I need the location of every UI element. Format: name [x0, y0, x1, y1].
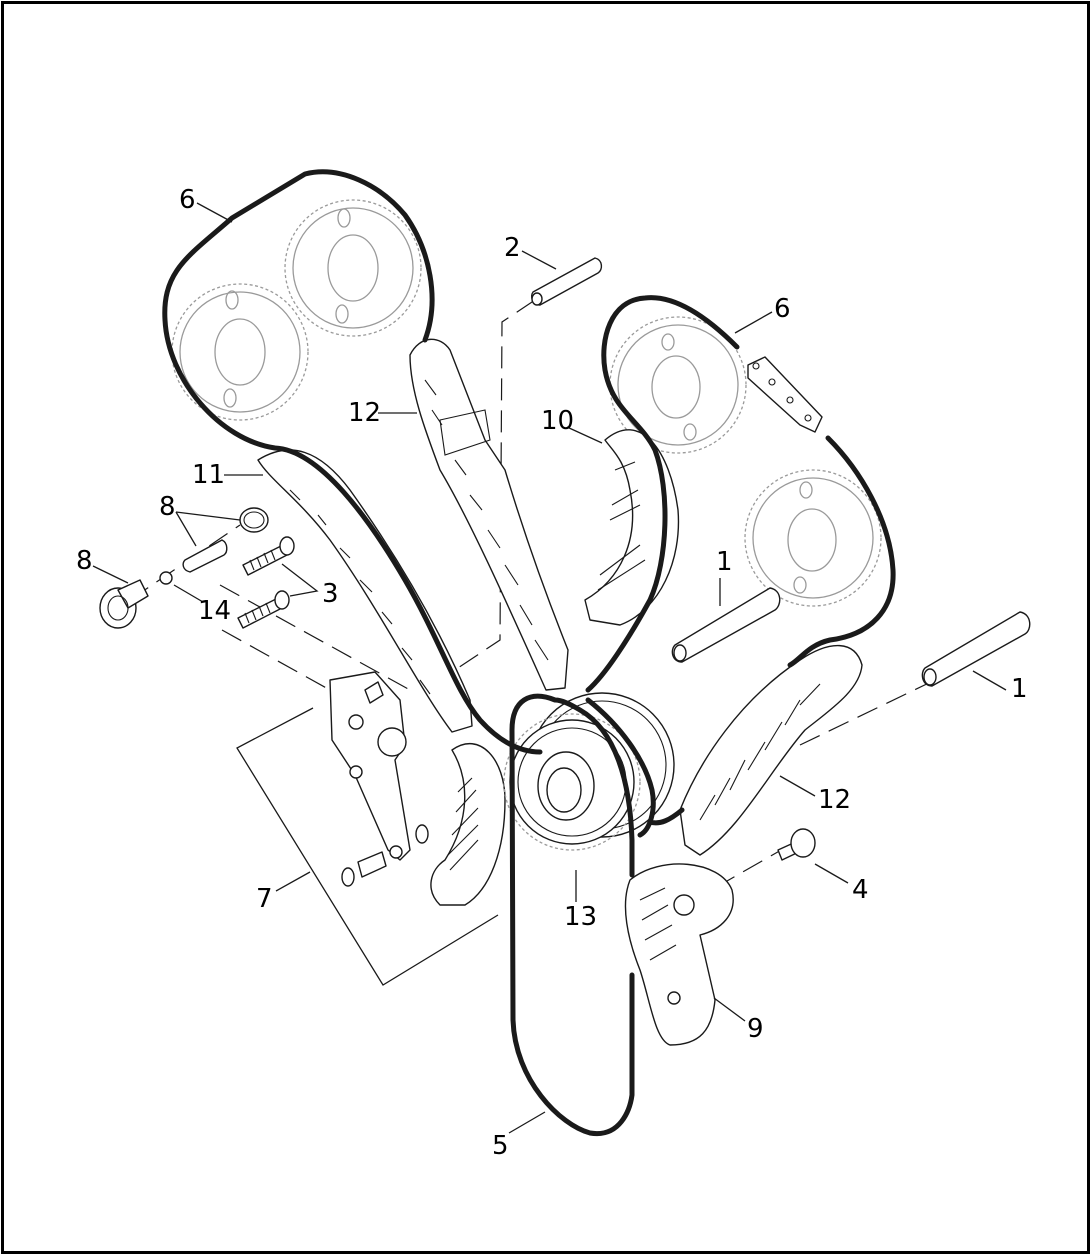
- rear-cam-sprocket-right: [284, 199, 422, 337]
- callout-1-center: 1: [716, 547, 733, 577]
- callout-7-bracket: [236, 707, 499, 986]
- tensioner-bolt: [777, 828, 816, 861]
- front-cam-chain: [585, 295, 896, 693]
- callout-5: 5: [492, 1131, 509, 1161]
- tensioner-plug: [99, 579, 149, 629]
- callout-11: 11: [192, 460, 226, 490]
- callout-14: 14: [198, 596, 232, 626]
- front-tensioner-shoe: [584, 429, 680, 626]
- callout-6-rear-chain: 6: [179, 185, 196, 215]
- primary-chain: [509, 693, 635, 1137]
- rear-chain-guide: [257, 449, 473, 733]
- bolt-lower: [237, 590, 290, 629]
- callout-2: 2: [504, 233, 521, 263]
- rear-tensioner-assembly: [329, 671, 506, 906]
- callout-12-lower: 12: [818, 785, 852, 815]
- chain-link-segment: [747, 356, 823, 433]
- callout-3: 3: [322, 579, 339, 609]
- center-chain-guide-upper: [409, 338, 569, 691]
- dowel-pin-right: [921, 611, 1031, 687]
- front-cam-chain-lower: [585, 697, 685, 838]
- callout-7-leader: [275, 871, 311, 892]
- front-cam-sprocket-upper: [609, 316, 747, 454]
- callout-13: 13: [564, 902, 598, 932]
- bolt-upper: [242, 536, 295, 576]
- rear-cam-chain: [162, 169, 543, 755]
- check-valve-ball: [159, 571, 173, 585]
- guide-pin: [531, 257, 603, 306]
- front-cam-sprocket-lower: [744, 469, 882, 607]
- callout-7: 7: [256, 884, 273, 914]
- callout-9: 9: [747, 1014, 764, 1044]
- rear-cam-sprocket-left: [171, 283, 309, 421]
- center-chain-guide-lower: [679, 644, 863, 856]
- callout-8-lower: 8: [76, 546, 93, 576]
- dowel-pin-center: [671, 587, 781, 663]
- callout-10: 10: [541, 406, 575, 436]
- o-ring: [239, 507, 269, 533]
- callout-6-front-chain: 6: [774, 294, 791, 324]
- front-tensioner-assembly: [624, 863, 734, 1046]
- leader-lines: [92, 202, 1007, 1134]
- tensioner-sleeve: [182, 539, 228, 573]
- callout-8-upper: 8: [159, 492, 176, 522]
- callout-12-upper: 12: [348, 398, 382, 428]
- callout-1-right: 1: [1011, 674, 1028, 704]
- callout-4: 4: [852, 875, 869, 905]
